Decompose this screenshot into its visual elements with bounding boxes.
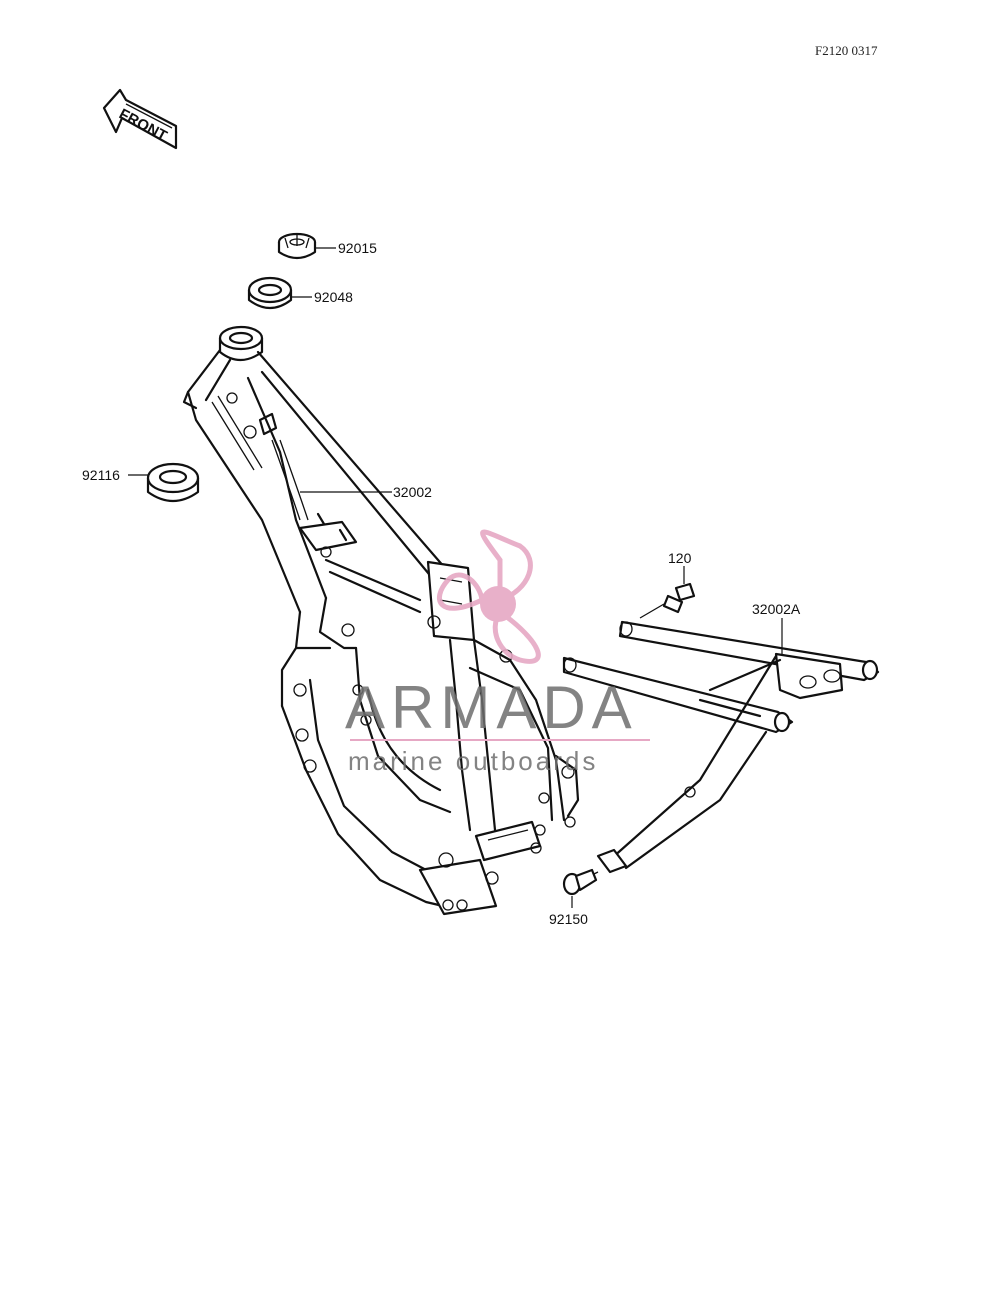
watermark: ARMADA marine outboards bbox=[345, 529, 650, 776]
part-label-92116: 92116 bbox=[82, 467, 120, 483]
diagram-code: F2120 0317 bbox=[815, 43, 878, 58]
part-label-92150: 92150 bbox=[549, 911, 588, 927]
subframe-32002A bbox=[562, 620, 880, 874]
part-label-32002: 32002 bbox=[393, 484, 432, 500]
bolt-92150 bbox=[562, 868, 599, 896]
bearing-92116 bbox=[146, 462, 200, 503]
part-label-92048: 92048 bbox=[314, 289, 353, 305]
part-label-92015: 92015 bbox=[338, 240, 377, 256]
seal-92048 bbox=[247, 276, 293, 310]
part-label-32002A: 32002A bbox=[752, 601, 801, 617]
front-arrow-icon: FRONT bbox=[102, 88, 178, 150]
bolt-120 bbox=[639, 582, 696, 619]
watermark-tagline: marine outboards bbox=[348, 746, 598, 776]
propeller-logo-icon bbox=[436, 529, 541, 664]
nut-92015 bbox=[277, 232, 317, 260]
main-frame-32002 bbox=[182, 325, 580, 916]
watermark-brand: ARMADA bbox=[345, 674, 638, 741]
part-label-120: 120 bbox=[668, 550, 692, 566]
